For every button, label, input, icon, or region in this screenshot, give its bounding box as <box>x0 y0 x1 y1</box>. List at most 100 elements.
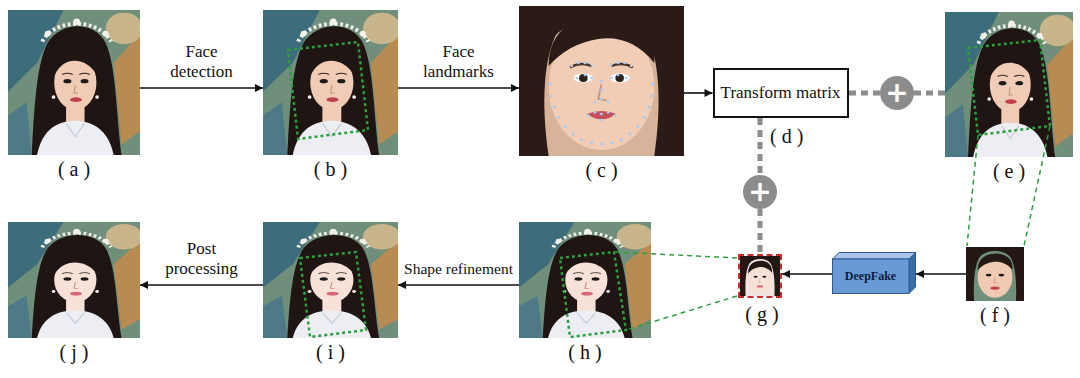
illustration-part <box>986 274 992 277</box>
illustration-part <box>1001 125 1019 138</box>
illustration-part <box>968 28 1055 157</box>
illustration-part <box>52 95 56 99</box>
illustration-part <box>309 47 355 79</box>
illustration-part <box>318 73 346 74</box>
illustration-part <box>600 80 603 83</box>
photo-frame <box>263 222 398 338</box>
illustration-part <box>543 235 633 338</box>
illustration-part <box>63 277 71 280</box>
illustration-part <box>103 31 109 37</box>
illustration-part <box>615 74 624 82</box>
illustration-part <box>298 233 368 247</box>
illustration-part <box>966 247 1024 301</box>
illustration-part <box>330 229 337 234</box>
illustration-part <box>63 79 71 83</box>
illustration-part <box>81 277 89 280</box>
illustration-part <box>320 277 328 280</box>
illustration-part <box>598 84 606 101</box>
illustration-part <box>590 77 593 80</box>
illustration-part <box>610 77 613 80</box>
illustration-part <box>37 311 114 338</box>
panel-label: ( g ) <box>720 302 804 326</box>
photo-panel: ( i ) <box>263 222 398 338</box>
illustration-part <box>519 296 543 338</box>
illustration-part <box>66 313 84 324</box>
illustration-part <box>298 24 368 42</box>
illustration-part <box>593 101 596 104</box>
illustration-part <box>301 31 307 37</box>
illustration-part <box>563 290 567 293</box>
photo-panel: ( b ) <box>263 10 398 155</box>
dashed-link <box>914 91 945 96</box>
illustration-part <box>308 95 312 99</box>
edge-label: Shape refinement <box>404 259 513 279</box>
illustration-part <box>647 105 650 108</box>
illustration-part <box>570 64 633 67</box>
illustration-part <box>610 74 630 83</box>
photo-frame <box>8 222 140 338</box>
illustration-part <box>581 292 593 296</box>
illustration-part <box>549 83 552 86</box>
illustration-part <box>74 85 78 93</box>
photo-frame <box>966 247 1024 301</box>
panel-label: ( c ) <box>499 158 704 182</box>
illustration-part <box>32 26 122 155</box>
box-label: Transform matrix <box>721 83 841 103</box>
illustration-part <box>587 111 617 119</box>
illustration-part <box>754 276 758 278</box>
illustration-part <box>37 121 114 155</box>
illustration-part <box>740 256 780 296</box>
photo-frame <box>8 10 140 155</box>
illustration-part <box>1037 33 1043 39</box>
illustration-part <box>70 292 82 296</box>
illustration-part <box>553 233 622 247</box>
illustration-part <box>73 229 80 234</box>
portrait-illustration <box>945 12 1073 157</box>
illustration-part <box>301 239 307 244</box>
illustration-part <box>62 73 90 74</box>
illustration-part <box>998 274 1004 277</box>
illustration-part <box>762 276 766 278</box>
illustration-part <box>1005 99 1017 104</box>
illustration-part <box>651 83 654 86</box>
illustration-part <box>625 77 628 80</box>
illustration-part <box>42 233 111 247</box>
illustration-part <box>579 74 588 82</box>
illustration-part <box>584 62 587 65</box>
illustration-part <box>326 97 338 102</box>
illustration-part <box>577 62 580 65</box>
illustration-part <box>8 296 32 338</box>
edge-label: Face landmarks <box>411 42 506 82</box>
illustration-part <box>74 282 78 288</box>
cube-top <box>833 253 916 260</box>
panel-label: ( e ) <box>925 159 1080 183</box>
arrow-connector <box>684 92 713 94</box>
illustration-part <box>95 290 99 293</box>
illustration-part <box>585 282 589 288</box>
process-box: Transform matrix( d ) <box>713 68 849 118</box>
dashed-link <box>758 118 763 175</box>
illustration-part <box>519 6 684 156</box>
photo-panel: ( j ) <box>8 222 140 338</box>
face-crop: ( f ) <box>966 247 1024 301</box>
illustration-part <box>322 123 341 136</box>
illustration-part <box>557 116 560 119</box>
illustration-part <box>352 290 356 293</box>
arrow-connector <box>782 273 832 275</box>
edge-label: Post processing <box>157 239 247 279</box>
illustration-part <box>326 292 338 296</box>
portrait-illustration <box>8 10 140 155</box>
illustration-part <box>966 247 1024 301</box>
illustration-part <box>263 296 287 338</box>
illustration-part <box>650 94 653 97</box>
illustration-part <box>617 62 620 65</box>
illustration-part <box>997 75 1024 76</box>
portrait-illustration <box>263 222 398 338</box>
illustration-part <box>337 277 345 280</box>
illustration-part <box>990 286 999 289</box>
illustration-part <box>573 273 601 274</box>
illustration-part <box>600 143 603 146</box>
illustration-part <box>53 252 98 277</box>
plus-circle: + <box>880 76 914 110</box>
